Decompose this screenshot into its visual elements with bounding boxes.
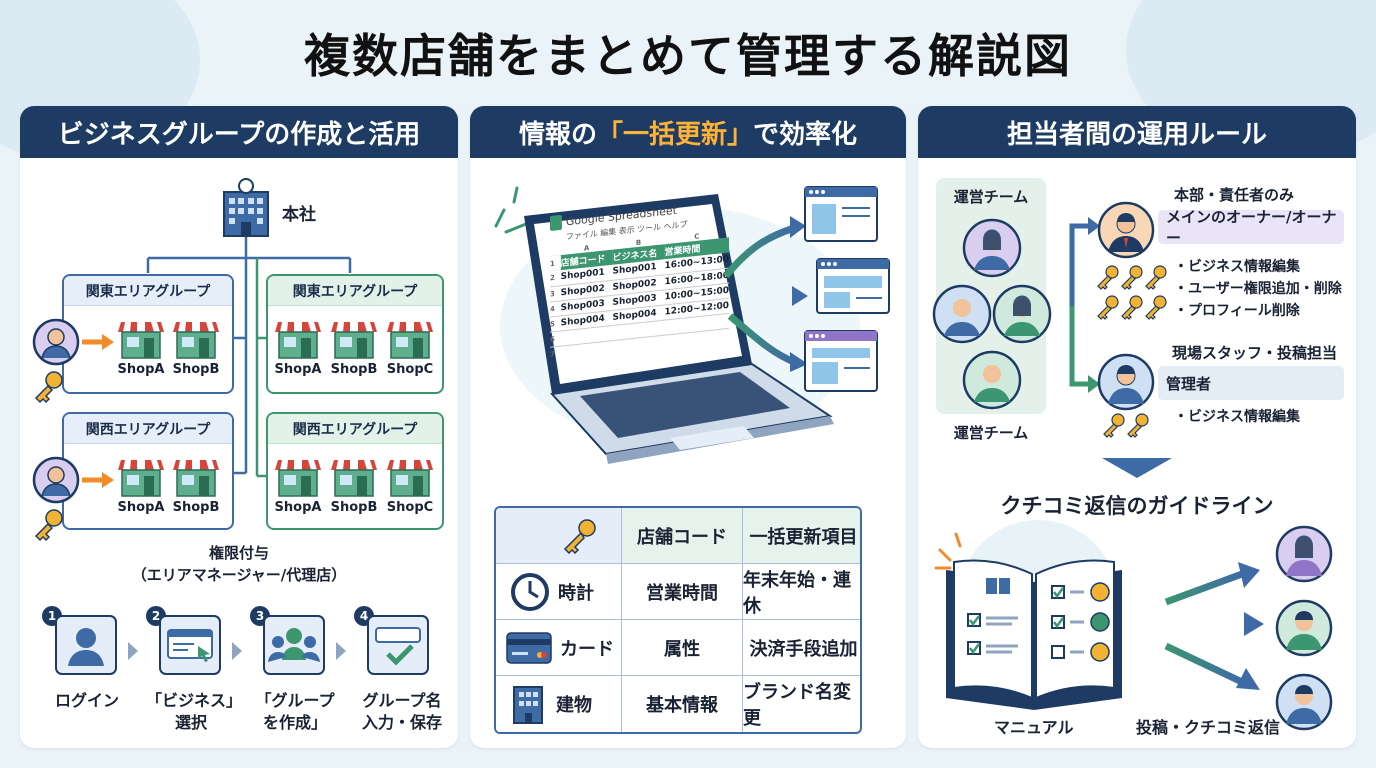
reply-arrows (1164, 562, 1264, 690)
guideline-title: クチコミ返信のガイドライン (1000, 494, 1274, 518)
shop-item: ShopB (171, 318, 221, 377)
step-arrows (128, 642, 346, 660)
table-row-label: カード (496, 620, 622, 676)
table-cell: ブランド名変更 (743, 682, 851, 729)
team-label-top: 運営チーム (953, 188, 1029, 206)
store-icon (118, 460, 164, 497)
clock-icon (511, 572, 549, 611)
group-name: 関西エリアグループ (268, 414, 442, 444)
store-icon (331, 460, 377, 497)
save-check-icon (367, 615, 429, 675)
customer-avatar-icon (1275, 673, 1333, 731)
table-cell: 年末年始・連休 (743, 564, 860, 620)
table-cell: 決済手段追加 (743, 620, 860, 676)
step-2: 2 「ビジネス」選択 (146, 606, 242, 736)
manual-label: マニュアル (994, 718, 1074, 737)
login-user-icon (55, 615, 117, 675)
area-manager-icon (32, 456, 114, 542)
manual-book-icon (934, 520, 1122, 710)
table-cell: 属性 (622, 620, 743, 676)
card-icon (506, 631, 552, 664)
panel-header: 情報の「一括更新」で効率化 (470, 106, 906, 158)
tree-lines (146, 234, 352, 478)
owner-role: メインのオーナー/オーナー (1158, 208, 1344, 247)
table-header: 一括更新項目 (743, 508, 860, 564)
store-icon (275, 322, 321, 359)
table-row-label: 建物 (496, 676, 622, 732)
customer-avatar-icon (1275, 599, 1333, 657)
down-arrow-icon (1102, 458, 1172, 478)
group-name: 関西エリアグループ (64, 414, 232, 444)
create-group-icon (263, 615, 325, 675)
grant-label: 権限付与 （エリアマネージャー/代理店） (131, 544, 347, 584)
update-arrows (723, 216, 808, 372)
shop-item: ShopB (329, 456, 379, 515)
manager-caption: 現場スタッフ・投稿担当 (1172, 344, 1338, 362)
shop-item: ShopA (273, 318, 323, 377)
panel-header: ビジネスグループの作成と活用 (20, 106, 458, 158)
key-icon (563, 518, 596, 554)
table-header: 店舗コード (622, 508, 743, 564)
manager-permissions: ・ビジネス情報編集 (1174, 409, 1300, 425)
browser-window-icon (816, 258, 890, 314)
owner-caption: 本部・責任者のみ (1174, 186, 1295, 204)
owner-permissions: ・ビジネス情報編集 ・ユーザー権限追加・削除 ・プロフィール削除 (1174, 259, 1342, 319)
panel-operation-rules: 担当者間の運用ルール 運営チーム 運営チーム 本部・責任者のみ メインのオーナー… (918, 106, 1356, 748)
manager-avatar-icon (1097, 353, 1155, 411)
step-4: 4 グループ名入力・保存 (354, 606, 450, 736)
shop-item: ShopC (385, 318, 435, 377)
keys-icon (1103, 413, 1149, 438)
step-1: 1 ログイン (42, 606, 132, 736)
shop-item: ShopA (116, 456, 166, 515)
team-members-icon (932, 218, 1052, 410)
store-icon (275, 460, 321, 497)
laptop-icon (494, 186, 860, 464)
group-name: 関東エリアグループ (268, 276, 442, 306)
store-icon (173, 460, 219, 497)
shop-item: ShopA (273, 456, 323, 515)
business-select-icon (159, 615, 221, 675)
owner-avatar-icon (1097, 201, 1155, 259)
sheets-icon (550, 214, 562, 232)
manager-role: 管理者 (1158, 366, 1344, 400)
bulk-update-table: 店舗コード 一括更新項目 時計 営業時間 年末年始・連休 カード 属性 決済手段… (494, 506, 862, 734)
table-cell: 営業時間 (622, 564, 743, 620)
team-label-bottom: 運営チーム (953, 424, 1029, 442)
table-row-label: 時計 (496, 564, 622, 620)
store-icon (331, 322, 377, 359)
store-icon (387, 322, 433, 359)
panel-business-group: ビジネスグループの作成と活用 本社 関東エリアグループ (20, 106, 458, 748)
table-corner (496, 508, 622, 564)
step-3: 3 「グループを作成」 (250, 606, 340, 736)
shop-item: ShopB (171, 456, 221, 515)
headquarters-building-icon (223, 178, 269, 237)
store-icon (387, 460, 433, 497)
shop-item: ShopA (116, 318, 166, 377)
browser-window-icon (804, 186, 878, 242)
store-icon (118, 322, 164, 359)
building-icon (513, 686, 543, 724)
panel-bulk-update: 情報の「一括更新」で効率化 Google Spreadsheet ファイル 編集… (470, 106, 906, 748)
area-manager-icon (32, 318, 114, 404)
shop-item: ShopC (385, 456, 435, 515)
table-cell: 基本情報 (622, 676, 743, 732)
customer-avatar-icon (1275, 525, 1333, 583)
store-icon (173, 322, 219, 359)
page-title: 複数店舗をまとめて管理する解説図 (304, 29, 1072, 83)
keys-icon (1097, 265, 1167, 320)
hq-label: 本社 (282, 205, 316, 225)
shop-item: ShopB (329, 318, 379, 377)
branch-arrows (1069, 217, 1100, 393)
panel-header: 担当者間の運用ルール (918, 106, 1356, 158)
group-name: 関東エリアグループ (64, 276, 232, 306)
browser-window-icon (804, 330, 878, 392)
reply-label: 投稿・クチコミ返信 (1136, 718, 1281, 737)
